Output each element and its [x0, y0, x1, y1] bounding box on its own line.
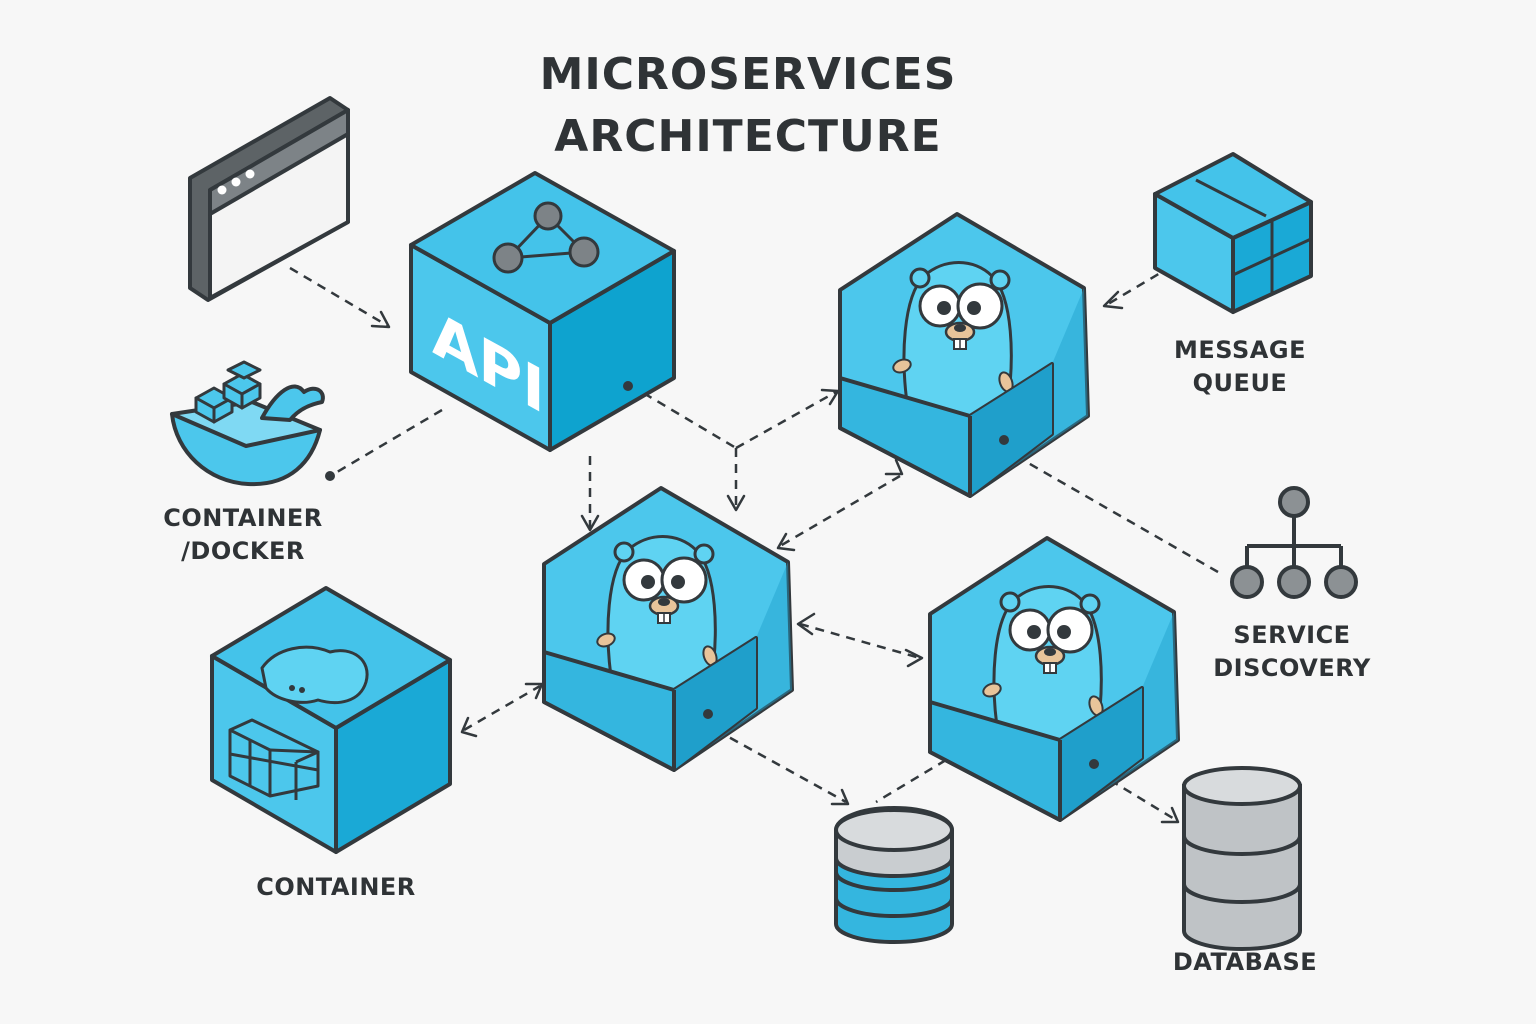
title-line-2: ARCHITECTURE	[554, 111, 942, 162]
arrowhead	[820, 388, 840, 406]
arrowhead	[580, 514, 600, 532]
message-queue-label-line-2: QUEUE	[1192, 369, 1288, 397]
diagram-title: MICROSERVICES ARCHITECTURE	[468, 44, 1028, 168]
container-docker-label-line-1: CONTAINER	[163, 504, 323, 532]
arrowhead	[776, 532, 796, 552]
service-discovery-icon	[1230, 486, 1358, 599]
arrowheads	[370, 290, 1180, 824]
browser-to-api-arrow	[289, 266, 389, 328]
graph-icon	[492, 201, 600, 274]
service-discovery-label: SERVICE DISCOVERY	[1182, 619, 1402, 685]
arrowhead	[726, 494, 746, 512]
container-label: CONTAINER	[236, 871, 436, 904]
message-queue-label: MESSAGE QUEUE	[1140, 334, 1340, 400]
queue-to-service-top-arrow	[1107, 264, 1173, 306]
message-queue-icon	[1153, 152, 1313, 314]
database-label: DATABASE	[1145, 946, 1345, 979]
api-cube-icon: API	[409, 171, 676, 452]
service-discovery-label-line-2: DISCOVERY	[1213, 654, 1371, 682]
message-queue-label-line-1: MESSAGE	[1174, 336, 1306, 364]
service-discovery-label-line-1: SERVICE	[1233, 621, 1351, 649]
service-center-to-right-arrow	[799, 622, 921, 660]
docker-whale-icon	[170, 360, 325, 487]
junction-to-service-top-arrow	[735, 390, 837, 450]
container-to-service-center-arrow	[463, 684, 541, 732]
container-label-text: CONTAINER	[256, 873, 416, 901]
container-docker-label-line-2: /DOCKER	[181, 537, 305, 565]
container-cube-icon	[210, 586, 452, 854]
arrowhead	[370, 310, 391, 329]
api-to-docker-connector	[331, 408, 443, 477]
arrowhead	[904, 648, 924, 668]
database-icon	[1182, 766, 1302, 951]
service-right-to-db-connector	[875, 758, 947, 804]
database-label-text: DATABASE	[1172, 948, 1318, 976]
arrowhead	[830, 788, 850, 806]
service-right-to-database-arrow	[1109, 778, 1177, 822]
gopher-service-right-icon	[930, 538, 1178, 820]
arrowhead	[796, 612, 816, 636]
gopher-service-top-icon	[840, 214, 1088, 496]
arrowhead	[1160, 806, 1180, 824]
title-line-1: MICROSERVICES	[539, 49, 957, 100]
arrowhead	[460, 716, 478, 738]
connections	[289, 264, 1219, 822]
arrowhead	[1102, 290, 1124, 310]
service-top-to-center-arrow	[779, 474, 901, 548]
service-top-to-discovery-connector	[1015, 454, 1219, 574]
database-blue-icon	[834, 806, 954, 944]
browser-window-icon	[188, 96, 350, 302]
arrowhead	[884, 458, 904, 476]
connector-dot	[325, 471, 335, 481]
container-docker-label: CONTAINER /DOCKER	[143, 502, 343, 568]
gopher-service-center-icon	[544, 488, 792, 770]
service-center-to-db-arrow	[715, 728, 847, 804]
